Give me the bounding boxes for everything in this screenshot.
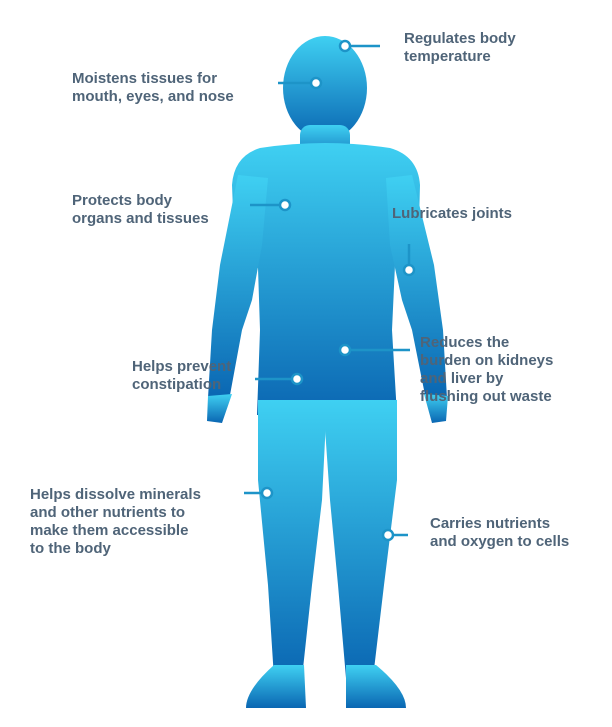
callout-line: and other nutrients to <box>30 504 185 521</box>
left-leg-shape <box>258 400 327 678</box>
callout-reduces-burden: Reduces the burden on kidneys and liver … <box>420 334 553 406</box>
left-hand-shape <box>207 394 232 423</box>
callout-line: flushing out waste <box>420 388 552 405</box>
left-foot-shape <box>246 665 306 708</box>
callout-line: burden on kidneys <box>420 352 554 369</box>
connector-dot <box>290 372 304 386</box>
callout-line: constipation <box>132 376 222 393</box>
callout-line: Reduces the <box>420 334 510 351</box>
callout-line: and liver by <box>420 370 504 387</box>
callout-line: and oxygen to cells <box>430 533 570 550</box>
callout-protects-organs: Protects body organs and tissues <box>72 192 209 228</box>
callout-regulates-temperature: Regulates body temperature <box>404 30 516 66</box>
callout-line: organs and tissues <box>72 210 209 227</box>
callout-line: Protects body <box>72 192 173 209</box>
callout-line: make them accessible <box>30 522 189 539</box>
callout-lubricates-joints: Lubricates joints <box>392 205 512 223</box>
callout-line: Carries nutrients <box>430 515 551 532</box>
callout-moistens-tissues: Moistens tissues for mouth, eyes, and no… <box>72 70 234 106</box>
right-leg-shape <box>323 400 397 678</box>
callout-carries-nutrients: Carries nutrients and oxygen to cells <box>430 515 569 551</box>
connector-dot <box>338 343 352 357</box>
connector-dot <box>338 39 352 53</box>
torso-shape <box>232 143 420 415</box>
right-foot-shape <box>346 665 406 708</box>
left-arm-shape <box>208 175 268 398</box>
callout-line: Moistens tissues for <box>72 70 218 87</box>
connector-dot <box>381 528 395 542</box>
callout-prevents-constipation: Helps prevent constipation <box>132 358 231 394</box>
connector-dot <box>260 486 274 500</box>
right-hand-shape <box>424 394 448 423</box>
callout-line: to the body <box>30 540 111 557</box>
callout-line: Regulates body <box>404 30 516 47</box>
head-shape <box>283 36 367 140</box>
connector-lines <box>244 39 416 542</box>
connector-dot <box>278 198 292 212</box>
callout-line: Helps prevent <box>132 358 232 375</box>
body-silhouette <box>207 36 448 708</box>
callout-line: Lubricates joints <box>392 205 513 222</box>
callout-line: mouth, eyes, and nose <box>72 88 234 105</box>
callout-dissolves-minerals: Helps dissolve minerals and other nutrie… <box>30 486 201 558</box>
callout-line: Helps dissolve minerals <box>30 486 201 503</box>
callout-line: temperature <box>404 48 491 65</box>
connector-dot <box>309 76 323 90</box>
right-arm-shape <box>386 175 447 398</box>
connector-dot <box>402 263 416 277</box>
